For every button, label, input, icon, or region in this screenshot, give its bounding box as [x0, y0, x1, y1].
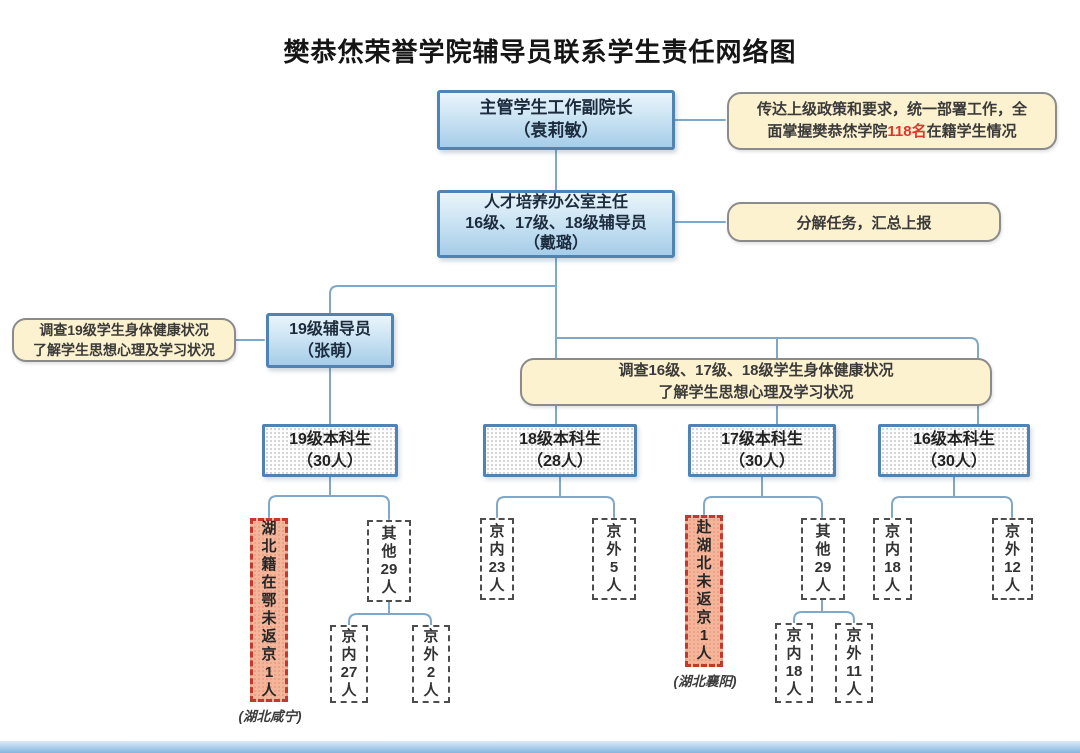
leaf-g16-outside-beijing: 京 外 12 人 — [992, 518, 1033, 600]
leaf-g17-hubei-unreturned: 赴 湖 北 未 返 京 1 人 — [685, 515, 723, 667]
node-grade18: 18级本科生 （28人） — [483, 424, 637, 477]
leaf-g17-outside-beijing: 京 外 11 人 — [835, 623, 873, 703]
brace-grade17 — [703, 476, 823, 518]
note-counselor19-duty: 调查19级学生身体健康状况 了解学生思想心理及学习状况 — [12, 318, 236, 362]
leaf-g19-in-beijing: 京 内 27 人 — [330, 625, 368, 703]
note-dean-line2-prefix: 面掌握樊恭烋学院 — [767, 123, 888, 140]
edge-counselor19-links — [235, 339, 331, 425]
note-dean-line1: 传达上级政策和要求，统一部署工作，全 — [756, 101, 1027, 119]
leaf-g19-other: 其 他 29 人 — [367, 520, 411, 602]
node-grade19: 19级本科生 （30人） — [262, 424, 398, 477]
leaf-g17-in-beijing: 京 内 18 人 — [775, 623, 813, 703]
brace-grade17-other — [793, 599, 855, 624]
bottom-border-bar — [0, 741, 1080, 753]
node-counselor-19: 19级辅导员 （张萌） — [266, 313, 394, 368]
brace-grade19 — [268, 476, 390, 520]
note-dean-duty: 传达上级政策和要求，统一部署工作，全 面掌握樊恭烋学院118名在籍学生情况 — [727, 92, 1057, 150]
caption-g17-hubei-location: (湖北襄阳) — [673, 674, 737, 689]
node-grade17: 17级本科生 （30人） — [688, 424, 836, 477]
leaf-g17-other: 其 他 29 人 — [801, 518, 845, 600]
leaf-g18-in-beijing: 京 内 23 人 — [480, 518, 514, 600]
note-grades-duty: 调查16级、17级、18级学生身体健康状况 了解学生思想心理及学习状况 — [520, 358, 992, 406]
note-office-duty: 分解任务，汇总上报 — [727, 202, 1001, 242]
leaf-g19-outside-beijing: 京 外 2 人 — [412, 625, 450, 703]
node-dean: 主管学生工作副院长 （袁莉敏） — [437, 90, 675, 150]
caption-g19-hubei-location: (湖北咸宁) — [238, 709, 302, 724]
page-title: 樊恭烋荣誉学院辅导员联系学生责任网络图 — [283, 37, 797, 67]
student-count-highlight: 118名 — [887, 123, 927, 140]
brace-grade19-other — [348, 601, 432, 626]
note-dean-line2-suffix: 在籍学生情况 — [926, 123, 1017, 140]
node-office-director: 人才培养办公室主任 16级、17级、18级辅导员 （戴璐） — [437, 190, 675, 258]
leaf-g16-in-beijing: 京 内 18 人 — [873, 518, 912, 600]
note-dean-duty-text: 传达上级政策和要求，统一部署工作，全 面掌握樊恭烋学院118名在籍学生情况 — [757, 99, 1027, 143]
brace-grade18 — [496, 476, 615, 518]
node-grade16: 16级本科生 （30人） — [878, 424, 1030, 477]
edge-office-branches — [329, 257, 979, 425]
leaf-g18-outside-beijing: 京 外 5 人 — [592, 518, 636, 600]
brace-grade16 — [891, 476, 1013, 518]
edge-dean-links — [555, 119, 726, 223]
leaf-g19-hubei-unreturned: 湖 北 籍 在 鄂 未 返 京 1 人 — [250, 518, 288, 702]
